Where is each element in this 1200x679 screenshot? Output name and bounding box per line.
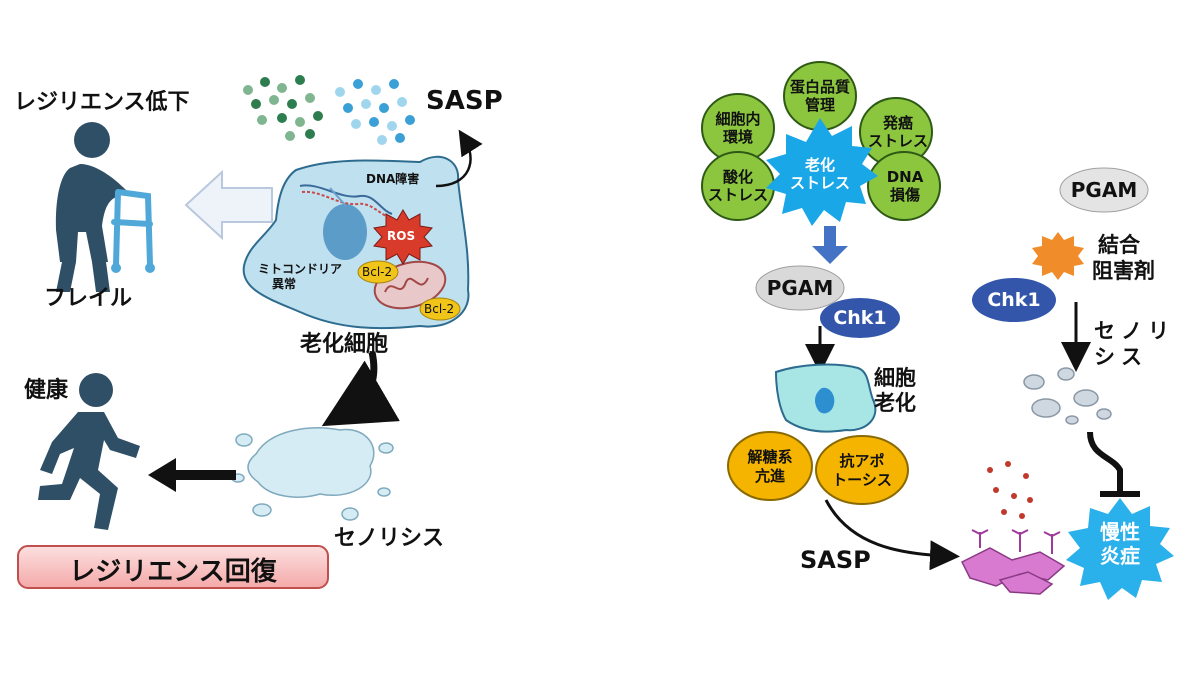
senolysis-right-line2: シス xyxy=(1094,345,1148,369)
glycolysis-line1: 解糖系 xyxy=(747,448,793,466)
nucleus xyxy=(323,204,367,260)
senolysis-arrow xyxy=(321,351,400,427)
sasp-label-left: SASP xyxy=(426,86,503,116)
resilience-down-label: レジリエンス低下 xyxy=(14,90,190,115)
pgam-ellipse xyxy=(755,265,845,311)
cell-senescence-line1: 細胞 xyxy=(874,366,916,390)
stress-item-2: 蛋白品質 管理 xyxy=(782,78,858,114)
stress-item-5-line1: DNA xyxy=(886,168,924,186)
stress-item-5-line2: 損傷 xyxy=(889,186,920,204)
fragmented-cell xyxy=(231,427,394,521)
stress-item-4: 酸化 ストレス xyxy=(702,168,774,204)
decline-arrow xyxy=(184,169,273,241)
mito-label: ミトコンドリア 異常 xyxy=(258,262,342,292)
blue-down-arrow xyxy=(812,226,848,264)
stress-item-2-line1: 蛋白品質 xyxy=(789,78,850,96)
stress-item-1-line2: 環境 xyxy=(722,128,753,146)
sasp-label-right: SASP xyxy=(800,546,871,574)
inhibitor-line1: 結合 xyxy=(1098,233,1140,257)
inhibitor-burst xyxy=(1032,232,1084,280)
senolysis-label-right: セノリ シス xyxy=(1094,318,1175,370)
chronic-line2: 炎症 xyxy=(1100,544,1140,568)
sasp-curve-arrow xyxy=(824,499,960,571)
resilience-recovery-box xyxy=(17,545,329,589)
pgam-label: PGAM xyxy=(766,276,834,300)
chronic-inflammation-burst xyxy=(1066,498,1174,600)
stress-cluster xyxy=(701,61,941,221)
cell-senescence-label: 細胞 老化 xyxy=(874,366,916,416)
glycolysis-circle xyxy=(727,431,813,501)
stress-item-4-line1: 酸化 xyxy=(722,168,753,186)
aging-stress-line1: 老化 xyxy=(804,156,835,174)
chk1-label: Chk1 xyxy=(833,307,887,329)
stress-item-3: 発癌 ストレス xyxy=(860,114,936,150)
dna-damage-label: DNA障害 xyxy=(366,172,420,186)
stress-item-1: 細胞内 環境 xyxy=(704,110,772,146)
stress-item-3-line1: 発癌 xyxy=(882,114,913,132)
pgam-ellipse-2 xyxy=(1059,167,1149,213)
anti-apoptosis-label: 抗アポ トーシス xyxy=(820,452,904,490)
running-person-icon xyxy=(38,373,140,530)
aging-stress-line2: ストレス xyxy=(789,174,850,192)
cell-senescence-line2: 老化 xyxy=(874,391,916,415)
bcl2-pill-2 xyxy=(419,297,461,321)
pgam-label-2: PGAM xyxy=(1070,178,1138,202)
anti-apoptosis-line2: トーシス xyxy=(832,471,892,489)
bcl2-label-1: Bcl-2 xyxy=(362,265,393,279)
glycolysis-line2: 亢進 xyxy=(754,467,785,485)
sasp-red-dots xyxy=(987,461,1033,519)
stress-item-2-line2: 管理 xyxy=(804,96,835,114)
stress-item-4-line2: ストレス xyxy=(707,186,768,204)
frail-person-icon xyxy=(55,122,126,292)
stress-item-1-line1: 細胞内 xyxy=(715,110,761,128)
inhibitor-line2: 阻害剤 xyxy=(1092,259,1155,283)
aging-stress-burst xyxy=(766,118,878,226)
anti-apoptosis-circle xyxy=(815,435,909,505)
recovery-arrow xyxy=(148,458,236,492)
stress-item-3-line2: ストレス xyxy=(867,132,928,150)
chk1-label-2: Chk1 xyxy=(987,289,1041,311)
senescent-cell-label: 老化細胞 xyxy=(300,332,389,357)
anti-apoptosis-line1: 抗アポ xyxy=(839,452,885,470)
inhibition-line xyxy=(1087,431,1123,494)
bcl2-label-2: Bcl-2 xyxy=(424,302,455,316)
chk1-ellipse xyxy=(820,298,900,338)
senolysis-right-line1: セノリ xyxy=(1094,319,1175,343)
chk1-ellipse-2 xyxy=(972,278,1056,322)
senolysis-label-left: セノリシス xyxy=(334,526,445,551)
ros-label: ROS xyxy=(387,229,416,243)
gray-fragments xyxy=(1023,367,1112,425)
bcl2-pill-1 xyxy=(357,260,399,284)
aging-stress-label: 老化 ストレス xyxy=(784,156,856,192)
walker-icon xyxy=(111,189,155,273)
mito-label-line1: ミトコンドリア xyxy=(258,262,343,276)
stress-item-5: DNA 損傷 xyxy=(872,168,938,204)
sasp-dots xyxy=(243,75,415,145)
healthy-label: 健康 xyxy=(24,378,69,403)
resilience-recovery-label: レジリエンス回復 xyxy=(69,557,277,587)
chronic-inflammation-label: 慢性 炎症 xyxy=(1086,520,1154,568)
glycolysis-label: 解糖系 亢進 xyxy=(732,448,808,486)
frail-label: フレイル xyxy=(44,286,133,311)
chronic-line1: 慢性 xyxy=(1100,520,1140,544)
inhibitor-label: 結合 阻害剤 xyxy=(1092,232,1155,284)
mito-label-line2: 異常 xyxy=(272,277,297,291)
ros-burst xyxy=(373,209,433,265)
sasp-arrow xyxy=(435,129,483,188)
immune-cells xyxy=(960,529,1066,595)
dna-icon xyxy=(299,184,397,221)
